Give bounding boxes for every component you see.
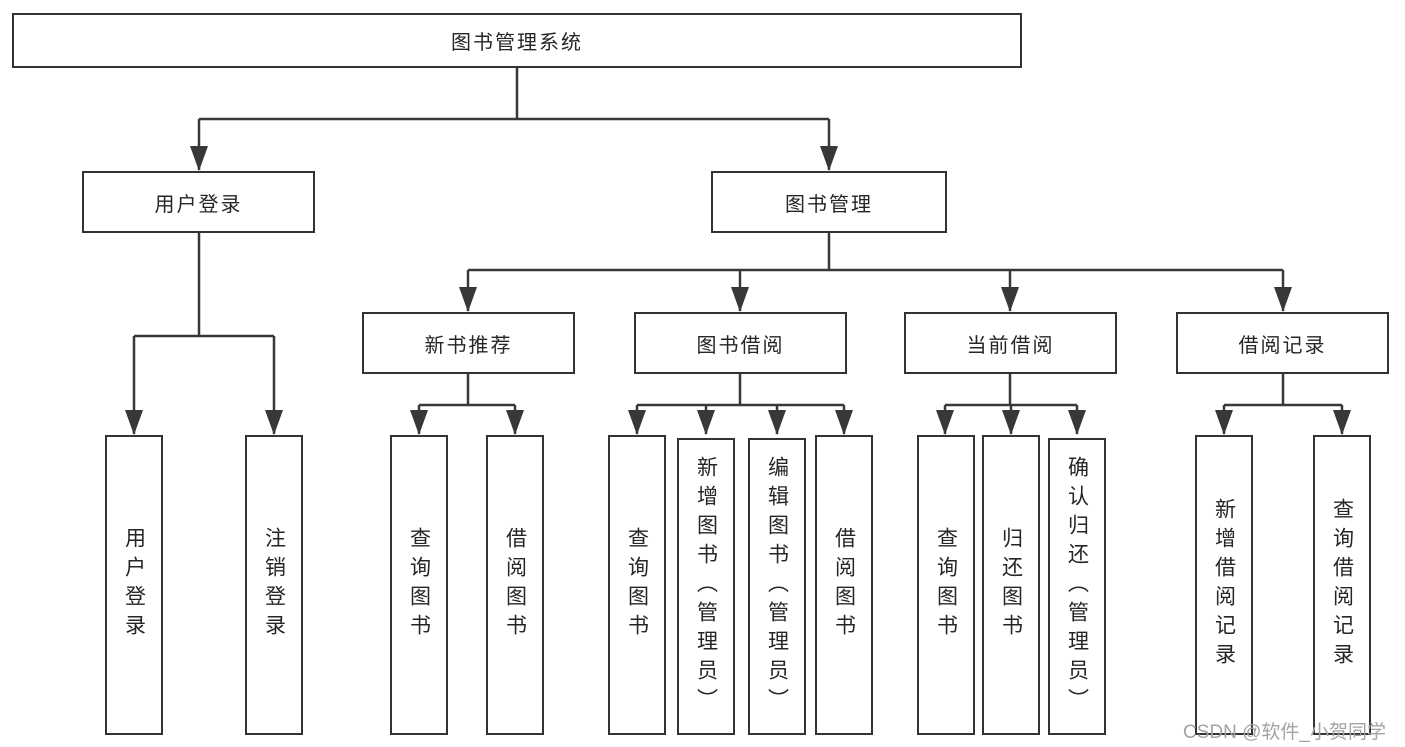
leaf-query-books-recommend: 查询图书 <box>390 435 448 735</box>
node-library-system-root: 图书管理系统 <box>12 13 1022 68</box>
node-book-management: 图书管理 <box>711 171 947 233</box>
leaf-add-book-admin-label: 新增图书（管理员） <box>694 456 718 717</box>
leaf-query-books-borrow-label: 查询图书 <box>625 527 649 643</box>
leaf-logout-label: 注销登录 <box>262 527 286 643</box>
leaf-borrow-books-recommend: 借阅图书 <box>486 435 544 735</box>
leaf-add-book-admin: 新增图书（管理员） <box>677 438 735 735</box>
leaf-borrow-books-borrow: 借阅图书 <box>815 435 873 735</box>
node-book-borrow-label: 图书借阅 <box>696 334 785 357</box>
leaf-add-borrow-record: 新增借阅记录 <box>1195 435 1253 735</box>
leaf-borrow-books-recommend-label: 借阅图书 <box>503 527 527 643</box>
node-library-system-root-label: 图书管理系统 <box>451 32 583 54</box>
node-book-borrow: 图书借阅 <box>634 312 847 374</box>
node-book-management-label: 图书管理 <box>785 193 873 216</box>
leaf-add-borrow-record-label: 新增借阅记录 <box>1212 498 1236 672</box>
node-user-login-label: 用户登录 <box>154 193 243 216</box>
leaf-query-books-current: 查询图书 <box>917 435 975 735</box>
leaf-confirm-return-admin: 确认归还（管理员） <box>1048 438 1106 735</box>
leaf-query-borrow-record-label: 查询借阅记录 <box>1330 498 1354 672</box>
leaf-query-books-current-label: 查询图书 <box>934 527 958 643</box>
node-new-book-recommend: 新书推荐 <box>362 312 575 374</box>
leaf-edit-book-admin: 编辑图书（管理员） <box>748 438 806 735</box>
node-borrow-records-label: 借阅记录 <box>1238 334 1327 357</box>
leaf-query-books-recommend-label: 查询图书 <box>407 527 431 643</box>
leaf-return-books-label: 归还图书 <box>999 527 1023 643</box>
leaf-query-books-borrow: 查询图书 <box>608 435 666 735</box>
node-current-borrow: 当前借阅 <box>904 312 1117 374</box>
leaf-query-borrow-record: 查询借阅记录 <box>1313 435 1371 735</box>
leaf-return-books: 归还图书 <box>982 435 1040 735</box>
node-borrow-records: 借阅记录 <box>1176 312 1389 374</box>
node-user-login: 用户登录 <box>82 171 315 233</box>
leaf-borrow-books-borrow-label: 借阅图书 <box>832 527 856 643</box>
node-current-borrow-label: 当前借阅 <box>966 334 1055 357</box>
leaf-confirm-return-admin-label: 确认归还（管理员） <box>1065 456 1089 717</box>
leaf-user-login: 用户登录 <box>105 435 163 735</box>
leaf-user-login-label: 用户登录 <box>122 527 146 643</box>
node-new-book-recommend-label: 新书推荐 <box>424 334 513 357</box>
leaf-logout: 注销登录 <box>245 435 303 735</box>
csdn-watermark: CSDN @软件_小贺同学 <box>1183 722 1386 743</box>
leaf-edit-book-admin-label: 编辑图书（管理员） <box>765 456 789 717</box>
